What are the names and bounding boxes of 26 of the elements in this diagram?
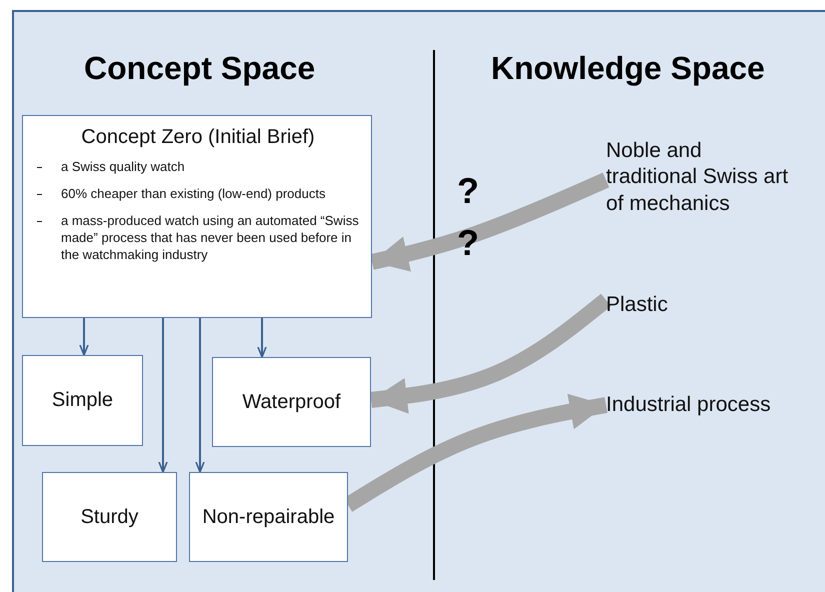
curved-arrow [370, 294, 611, 414]
section-heading: Concept Space [84, 50, 316, 87]
box-label: Waterproof [242, 390, 341, 414]
arrow [257, 318, 267, 358]
curved-arrow [370, 172, 610, 272]
concept-label: Industrial process [606, 393, 771, 416]
box-label: Simple [52, 389, 114, 412]
concept-box [42, 472, 177, 562]
arrow [158, 318, 168, 473]
concept-label: Noble and traditional Swiss art of mechanics [606, 139, 788, 214]
question-mark: ? [457, 170, 479, 212]
section-heading: Knowledge Space [491, 50, 765, 87]
box-label: Sturdy [80, 506, 138, 528]
arrow [195, 318, 205, 473]
arrow [79, 318, 89, 356]
concept-box [212, 357, 371, 447]
concept-box [22, 355, 143, 446]
bullet-item: 60% cheaper than existing (low-end) products [33, 186, 363, 203]
question-mark: ? [457, 222, 479, 264]
box-label: Non-repairable [202, 506, 335, 528]
concept-box [189, 472, 348, 562]
box-heading: Concept Zero (Initial Brief) [80, 126, 316, 149]
bullet-item: a Swiss quality watch [33, 159, 363, 176]
concept-box [22, 115, 372, 318]
bullet-item: a mass-produced watch using an automated “Swiss made” process that has never been used before in the watchmaking industry [33, 212, 363, 264]
concept-label: Plastic [606, 293, 668, 316]
